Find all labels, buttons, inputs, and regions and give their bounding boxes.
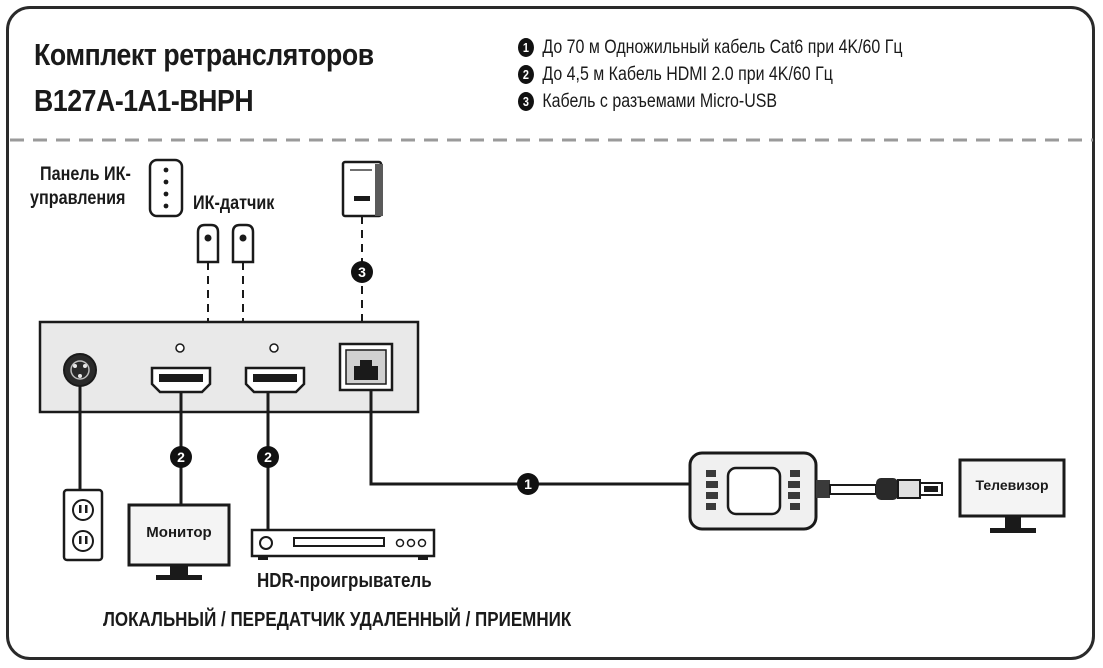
legend-text-3: Кабель с разъемами Micro-USB <box>542 90 778 112</box>
marker-text: 3 <box>358 264 366 280</box>
usb-power-adapter-icon <box>341 160 383 218</box>
legend-marker-2: 2 <box>518 65 534 84</box>
marker-cable-hdmi-monitor: 2 <box>170 446 192 468</box>
ir-sensor-label: ИК-датчик <box>193 193 275 214</box>
ir-panel-icon <box>148 158 184 218</box>
marker-text: 2 <box>264 449 272 465</box>
status-led-icon <box>269 343 279 353</box>
ir-sensor-icon-1 <box>196 223 220 264</box>
hdmi-port-icon-2 <box>244 366 306 394</box>
marker-cable-usb: 3 <box>351 261 373 283</box>
status-led-icon <box>175 343 185 353</box>
diagram-frame <box>6 6 1095 660</box>
kit-title: Комплект ретрансляторов B127A-1A1-BHPH <box>34 32 374 124</box>
kit-title-line1: Комплект ретрансляторов <box>34 37 374 72</box>
receiver-unit <box>688 451 818 531</box>
ir-panel-label-line1: Панель ИК- <box>40 164 131 185</box>
hdr-player-icon <box>250 528 436 560</box>
tv-icon <box>958 458 1066 533</box>
tv-label: Телевизор <box>975 477 1049 493</box>
monitor-icon <box>127 503 231 580</box>
marker-text: 1 <box>524 476 532 492</box>
ir-panel-label-line2: управления <box>30 188 126 209</box>
cable-legend: 1 До 70 м Одножильный кабель Cat6 при 4K… <box>518 34 976 115</box>
kit-model: B127A-1A1-BHPH <box>34 83 254 118</box>
hdmi-plug-tv <box>816 478 943 500</box>
hdr-player-label: HDR-проигрыватель <box>257 570 432 592</box>
ir-sensor-icon-2 <box>231 223 255 264</box>
cat6-cable <box>369 390 700 486</box>
legend-item-3: 3 Кабель с разъемами Micro-USB <box>518 88 903 115</box>
legend-marker-3: 3 <box>518 92 534 111</box>
transmitter-unit <box>38 320 420 414</box>
marker-cable-hdmi-player: 2 <box>257 446 279 468</box>
legend-item-2: 2 До 4,5 м Кабель HDMI 2.0 при 4K/60 Гц <box>518 61 903 88</box>
marker-text: 2 <box>177 449 185 465</box>
legend-item-1: 1 До 70 м Одножильный кабель Cat6 при 4K… <box>518 34 903 61</box>
power-outlet-icon <box>62 488 104 562</box>
legend-marker-1: 1 <box>518 38 534 57</box>
marker-cable-cat6: 1 <box>517 473 539 495</box>
legend-text-1: До 70 м Одножильный кабель Cat6 при 4K/6… <box>542 36 903 58</box>
legend-text-2: До 4,5 м Кабель HDMI 2.0 при 4K/60 Гц <box>542 63 833 85</box>
hdmi-port-icon-1 <box>150 366 212 394</box>
footer-caption: ЛОКАЛЬНЫЙ / ПЕРЕДАТЧИК УДАЛЕННЫЙ / ПРИЕМ… <box>103 609 572 631</box>
monitor-label: Монитор <box>146 524 212 541</box>
power-port-icon <box>63 353 97 387</box>
rj45-port-icon <box>338 342 394 392</box>
